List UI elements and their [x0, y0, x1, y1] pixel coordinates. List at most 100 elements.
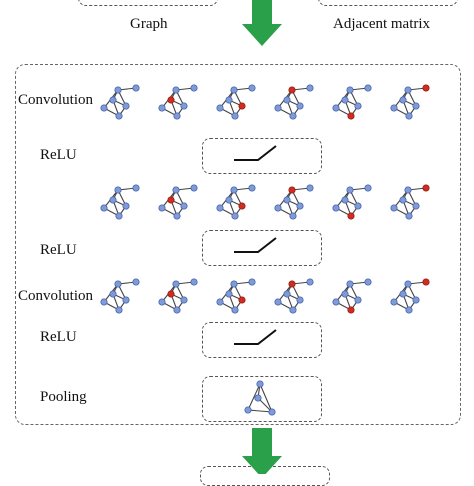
conv2-graph-6: [390, 278, 430, 314]
relu-box-2: [202, 230, 322, 266]
conv2-graph-1: [100, 278, 140, 314]
diagram-canvas: [100, 0, 430, 474]
graph-node: [216, 104, 224, 112]
graph-node: [122, 102, 130, 110]
graph-node: [274, 298, 282, 306]
pooled-edge: [247, 383, 261, 411]
pooled-node: [244, 406, 252, 414]
graph-node: [332, 204, 340, 212]
graph-node: [122, 296, 130, 304]
graph-node: [390, 298, 398, 306]
relu-icon-2: [234, 237, 277, 253]
relu-label-3: ReLU: [40, 329, 77, 345]
graph-node: [230, 280, 238, 288]
conv1-graph-1: [100, 84, 140, 120]
conv1b-graph-4: [274, 184, 314, 220]
graph-node: [100, 298, 108, 306]
graph-node: [180, 202, 188, 210]
graph-node: [248, 278, 256, 286]
graph-node: [231, 112, 239, 120]
relu-label-1: ReLU: [40, 147, 77, 163]
graph-node: [225, 196, 233, 204]
graph-node: [158, 204, 166, 212]
graph-node: [132, 278, 140, 286]
graph-node: [405, 212, 413, 220]
graph-node: [412, 296, 420, 304]
graph-node: [158, 298, 166, 306]
graph-node: [354, 102, 362, 110]
graph-node: [216, 204, 224, 212]
graph-node: [216, 298, 224, 306]
graph-node: [274, 104, 282, 112]
graph-node: [404, 280, 412, 288]
matrix-label: Adjacent matrix: [333, 16, 431, 32]
graph-node: [405, 306, 413, 314]
graph-node: [190, 84, 198, 92]
graph-node: [230, 86, 238, 94]
graph-node: [173, 212, 181, 220]
down-arrow-bottom: [242, 428, 282, 474]
conv1-graph-4: [274, 84, 314, 120]
highlighted-node: [347, 112, 355, 120]
conv1-graph-2: [158, 84, 198, 120]
graph-node: [412, 102, 420, 110]
graph-node: [283, 96, 291, 104]
graph-node: [180, 296, 188, 304]
graph-node: [172, 86, 180, 94]
graph-node: [332, 104, 340, 112]
highlighted-node: [288, 86, 296, 94]
relu-box-3: [202, 322, 322, 358]
pooled-edge: [259, 383, 273, 413]
graph-node: [115, 212, 123, 220]
graph-node: [114, 280, 122, 288]
conv1b-graph-2: [158, 184, 198, 220]
graph-node: [274, 204, 282, 212]
graph-node: [172, 186, 180, 194]
highlighted-node: [422, 278, 430, 286]
graph-node: [132, 184, 140, 192]
convolution-label-1: Convolution: [18, 92, 94, 108]
graph-node: [289, 112, 297, 120]
graph-node: [346, 86, 354, 94]
highlighted-node: [422, 84, 430, 92]
conv2-graph-3: [216, 278, 256, 314]
network-frame: [15, 64, 461, 425]
graph-node: [109, 290, 117, 298]
graph-node: [306, 84, 314, 92]
graph-node: [122, 202, 130, 210]
graph-node: [180, 102, 188, 110]
highlighted-node: [288, 280, 296, 288]
conv1b-graph-6: [390, 184, 430, 220]
graph-node: [332, 298, 340, 306]
graph-node: [225, 96, 233, 104]
graph-node: [114, 186, 122, 194]
graph-node: [346, 280, 354, 288]
graph-node: [306, 278, 314, 286]
graph-node: [404, 186, 412, 194]
graph-node: [100, 204, 108, 212]
highlighted-node: [238, 296, 246, 304]
relu-label-2: ReLU: [40, 242, 77, 258]
graph-node: [283, 196, 291, 204]
graph-node: [364, 278, 372, 286]
graph-label: Graph: [130, 16, 168, 32]
graph-node: [341, 196, 349, 204]
graph-node: [390, 104, 398, 112]
graph-node: [190, 278, 198, 286]
graph-node: [115, 112, 123, 120]
graph-node: [306, 184, 314, 192]
pooled-node: [268, 408, 276, 416]
convolution-label-2: Convolution: [18, 288, 94, 304]
graph-node: [399, 290, 407, 298]
conv2-graph-2: [158, 278, 198, 314]
highlighted-node: [238, 202, 246, 210]
conv1b-graph-1: [100, 184, 140, 220]
down-arrow-top: [242, 0, 282, 46]
highlighted-node: [238, 102, 246, 110]
graph-node: [109, 196, 117, 204]
highlighted-node: [167, 290, 175, 298]
highlighted-node: [288, 186, 296, 194]
conv1b-graph-3: [216, 184, 256, 220]
highlighted-node: [347, 212, 355, 220]
graph-node: [399, 96, 407, 104]
